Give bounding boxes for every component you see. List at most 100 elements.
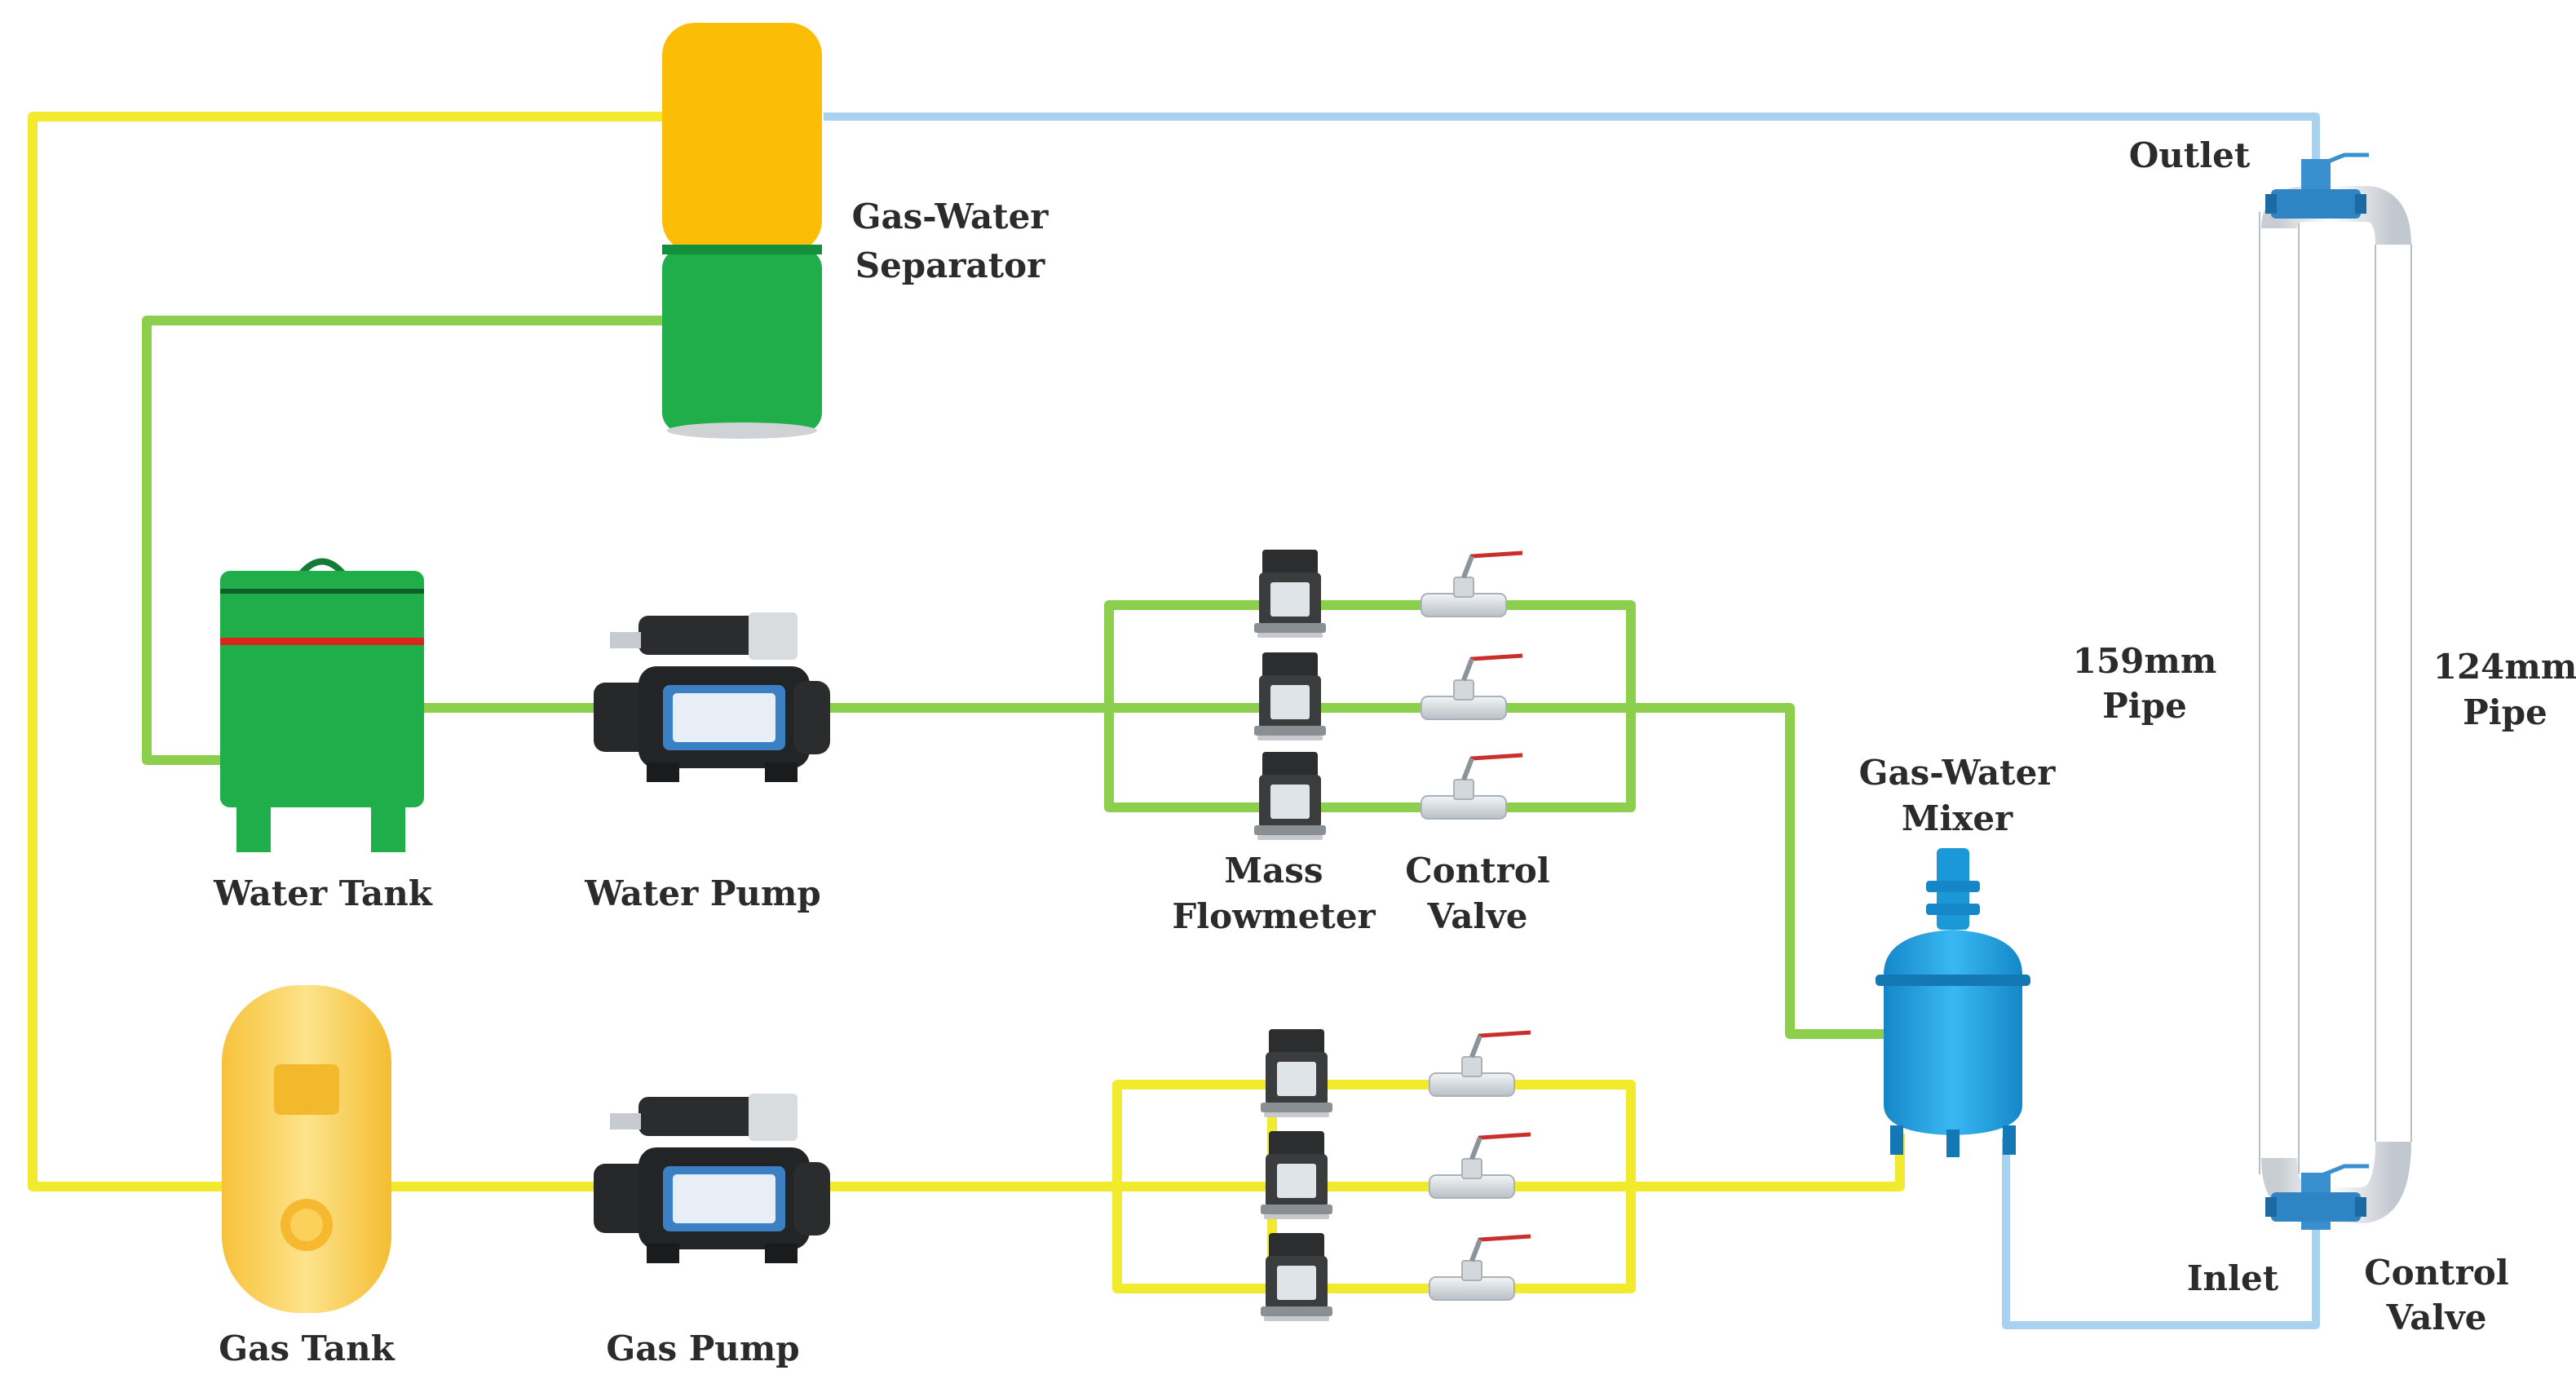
- pump-foot: [765, 1244, 798, 1263]
- inlet-valve-handle: [2323, 1164, 2369, 1177]
- flowmeter-display: [1270, 785, 1310, 819]
- flowmeter-head: [1269, 1233, 1324, 1261]
- flowmeter-head: [1262, 752, 1318, 780]
- water-tank-stripe: [220, 638, 424, 645]
- flowmeter-base: [1254, 825, 1326, 835]
- valve-bonnet: [1461, 1260, 1482, 1281]
- inlet-tee-cap: [2355, 1197, 2366, 1217]
- valve-stem: [1469, 1136, 1482, 1160]
- pump-inlet: [594, 1164, 651, 1233]
- water-tank-label: Water Tank: [213, 873, 433, 913]
- pipe-159mm-outline: [2259, 212, 2300, 1174]
- control-valve: [1429, 1030, 1531, 1097]
- control-valve-label-line2: Valve: [1426, 896, 1527, 936]
- water-pump: [594, 612, 830, 782]
- pump-window-glass: [673, 1174, 775, 1223]
- mass-flowmeter: [1261, 1029, 1332, 1117]
- mixer-stem-ring: [1926, 904, 1980, 915]
- pipe-159-label-line2: Pipe: [2102, 686, 2187, 726]
- flowmeter-base: [1261, 1306, 1332, 1316]
- valve-bonnet: [1453, 679, 1474, 701]
- water-tank: [220, 558, 424, 852]
- valve-stem: [1461, 757, 1474, 781]
- flowmeter-display: [1270, 685, 1310, 719]
- control-valve: [1421, 653, 1523, 720]
- mass-flowmeter: [1254, 550, 1326, 638]
- flowmeter-display: [1277, 1164, 1316, 1198]
- gas-tank-label: Gas Tank: [219, 1328, 395, 1368]
- pump-foot: [647, 1244, 679, 1263]
- flowmeter-head: [1269, 1029, 1324, 1057]
- outlet-label: Outlet: [2129, 135, 2251, 175]
- mass-flowmeter: [1261, 1233, 1332, 1321]
- outlet-valve-handle: [2323, 153, 2369, 166]
- water-tank-lid-line: [220, 589, 424, 594]
- mixer-flange: [1876, 975, 2030, 986]
- gas-tank-body: [222, 985, 391, 1313]
- mixer-body: [1884, 930, 2022, 1135]
- water-line: [142, 316, 1884, 1039]
- valve-stem: [1469, 1238, 1482, 1262]
- water-feed-line: [420, 600, 1884, 1039]
- pump-foot: [765, 763, 798, 782]
- inlet-feed-line: [2002, 1138, 2320, 1329]
- mass-flowmeter: [1261, 1131, 1332, 1219]
- separator-label-line2: Separator: [855, 245, 1045, 285]
- pipe-124mm-outline: [2375, 245, 2412, 1142]
- flowmeter-head: [1262, 550, 1318, 577]
- mixer-label-line1: Gas-Water: [1859, 753, 2057, 793]
- test-pipe-loop: [2259, 186, 2412, 1223]
- flowmeter-base-plate: [1257, 736, 1323, 740]
- outlet-tee-cap: [2355, 194, 2366, 214]
- inlet-fitting: [2265, 1164, 2369, 1230]
- inlet-control-valve-label-line1: Control: [2364, 1253, 2508, 1293]
- water-flowmeter-bank: [1254, 550, 1523, 840]
- water-tank-handle: [297, 558, 347, 577]
- outlet-return-line: [824, 113, 2320, 163]
- water-tank-body: [220, 571, 424, 807]
- flowmeter-base-plate: [1257, 633, 1323, 638]
- gas-water-mixer: [1876, 848, 2030, 1157]
- outlet-tee: [2271, 189, 2361, 219]
- flowmeter-display: [1277, 1266, 1316, 1300]
- control-valve-label-line1: Control: [1405, 851, 1549, 891]
- outlet-tee-cap: [2265, 194, 2277, 214]
- separator-band: [662, 245, 822, 254]
- valve-stem: [1469, 1034, 1482, 1059]
- mixer-stem-ring: [1926, 881, 1980, 892]
- pump-outlet: [793, 681, 830, 754]
- valve-stem: [1461, 657, 1474, 682]
- flowmeter-display: [1277, 1062, 1316, 1096]
- gas-pump: [594, 1094, 830, 1263]
- inlet-control-valve-label-line2: Valve: [2385, 1297, 2486, 1337]
- gas-flowmeter-bank: [1261, 1029, 1531, 1321]
- pump-connector: [610, 632, 641, 648]
- gas-tank-plate: [274, 1064, 339, 1115]
- flowmeter-head: [1269, 1131, 1324, 1159]
- mixer-label-line2: Mixer: [1902, 798, 2013, 838]
- control-valve: [1429, 1132, 1531, 1199]
- gas-tank-gauge-inner: [290, 1209, 323, 1241]
- water-tank-leg-right: [371, 803, 405, 852]
- flowmeter-base: [1254, 726, 1326, 736]
- mass-flowmeter: [1254, 752, 1326, 840]
- return-line: [824, 113, 2320, 1329]
- mixer-leg-left: [1890, 1125, 1903, 1155]
- mixer-leg-center: [1946, 1129, 1960, 1157]
- flowmeter-base: [1261, 1205, 1332, 1214]
- flowmeter-base-plate: [1257, 835, 1323, 840]
- valve-stem: [1461, 555, 1474, 579]
- flowmeter-base-plate: [1264, 1112, 1329, 1117]
- water-return-line: [142, 316, 669, 765]
- pipe-159-label-line1: 159mm: [2073, 641, 2217, 681]
- gas-pump-label: Gas Pump: [606, 1328, 799, 1368]
- gas-water-separator: [662, 23, 822, 439]
- mass-flowmeter-label-line2: Flowmeter: [1172, 896, 1376, 936]
- separator-label-line1: Gas-Water: [852, 197, 1049, 236]
- flowmeter-display: [1270, 582, 1310, 617]
- water-tank-leg-left: [236, 803, 271, 852]
- valve-bonnet: [1461, 1158, 1482, 1179]
- flowmeter-base: [1261, 1103, 1332, 1112]
- valve-bonnet: [1461, 1056, 1482, 1077]
